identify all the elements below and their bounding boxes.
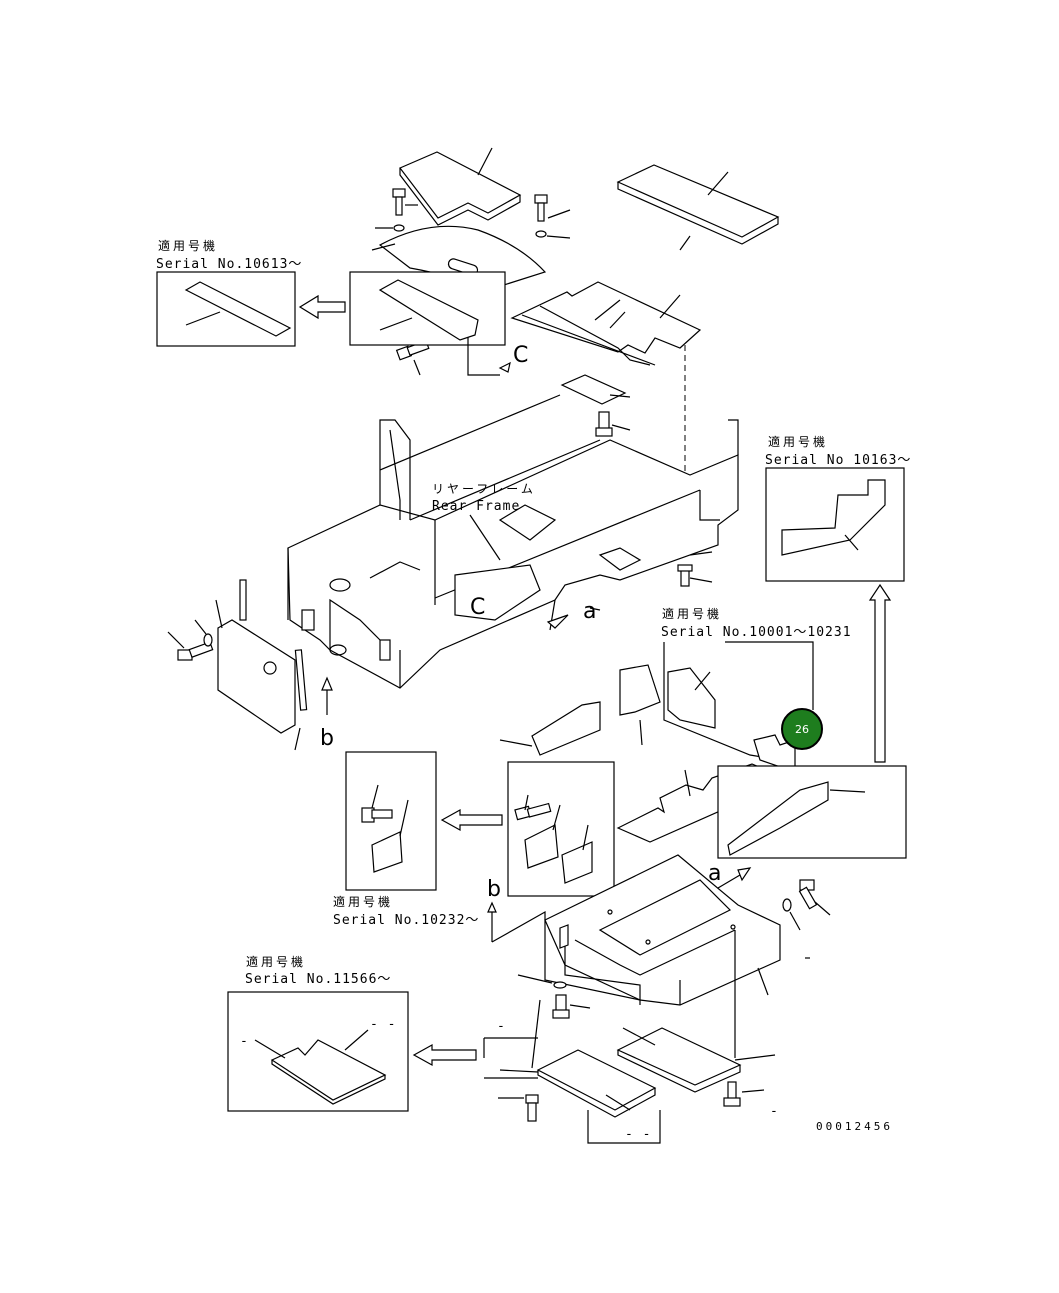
detail-box-10232: [345, 751, 437, 891]
washer: [393, 224, 405, 232]
applicable-label: 適用号機: [662, 606, 722, 621]
dash-mark: -: [240, 1034, 249, 1049]
drawing-number: 00012456: [816, 1120, 893, 1133]
dash-mark: - -: [370, 1017, 396, 1032]
top-plate-long: [616, 164, 780, 238]
bolt: [498, 1094, 539, 1122]
applicable-label: 適用号機: [333, 894, 393, 909]
arrow-up-icon: [868, 583, 892, 763]
small-square-plate: [560, 374, 627, 405]
serial-label: Serial No.10001～10231: [661, 625, 852, 640]
top-cover-assembly: [298, 147, 780, 587]
bolt: [723, 1081, 765, 1107]
bolt: [514, 794, 552, 821]
lower-plate-right: [616, 1027, 742, 1086]
serial-label: Serial No 10163～: [765, 453, 911, 468]
floor-frame: a: [544, 854, 831, 1006]
bolt: [167, 619, 214, 661]
view-letter-a-floor: a: [708, 861, 721, 886]
serial-label: Serial No.10232～: [333, 913, 479, 928]
view-letter-b: b: [320, 726, 334, 751]
dash-mark: -: [770, 1104, 779, 1119]
serial-label: Serial No.10613～: [156, 257, 302, 272]
top-plate-small: [399, 151, 522, 219]
callout-badge[interactable]: 26: [781, 708, 823, 750]
arrow-left-icon: [298, 294, 346, 320]
dash-mark: -: [497, 1019, 506, 1034]
arrow-left-icon: [412, 1043, 477, 1067]
applicable-label: 適用号機: [158, 238, 218, 253]
view-letter-a: a: [583, 599, 596, 624]
bolt: [595, 411, 631, 437]
mid-cover-plate: [510, 281, 702, 354]
bolt: [534, 194, 571, 222]
detail-box-mid: [507, 761, 615, 897]
view-letter-c: C: [513, 343, 528, 368]
rear-frame-label: Rear Frame: [432, 499, 520, 514]
callout-number[interactable]: 26: [795, 723, 809, 736]
bolt: [361, 784, 393, 823]
arrow-left-icon: [440, 808, 503, 832]
view-letter-b-floor: b: [487, 877, 501, 902]
applicable-label: 適用号機: [246, 954, 306, 969]
side-plate: [217, 619, 296, 734]
callout-circle[interactable]: [781, 708, 823, 750]
rear-frame: a C b: [167, 394, 739, 751]
serial-label: Serial No.11566～: [245, 972, 391, 987]
bolt: [395, 340, 430, 376]
bolt: [392, 188, 418, 216]
view-letter-c-frame: C: [470, 595, 485, 620]
washer: [535, 230, 547, 238]
rear-frame-jp-label: リヤーフレーム: [432, 482, 536, 496]
dash-mark: - -: [625, 1127, 651, 1142]
applicable-label: 適用号機: [768, 434, 828, 449]
bolt: [517, 974, 591, 1019]
bolt: [782, 879, 831, 931]
